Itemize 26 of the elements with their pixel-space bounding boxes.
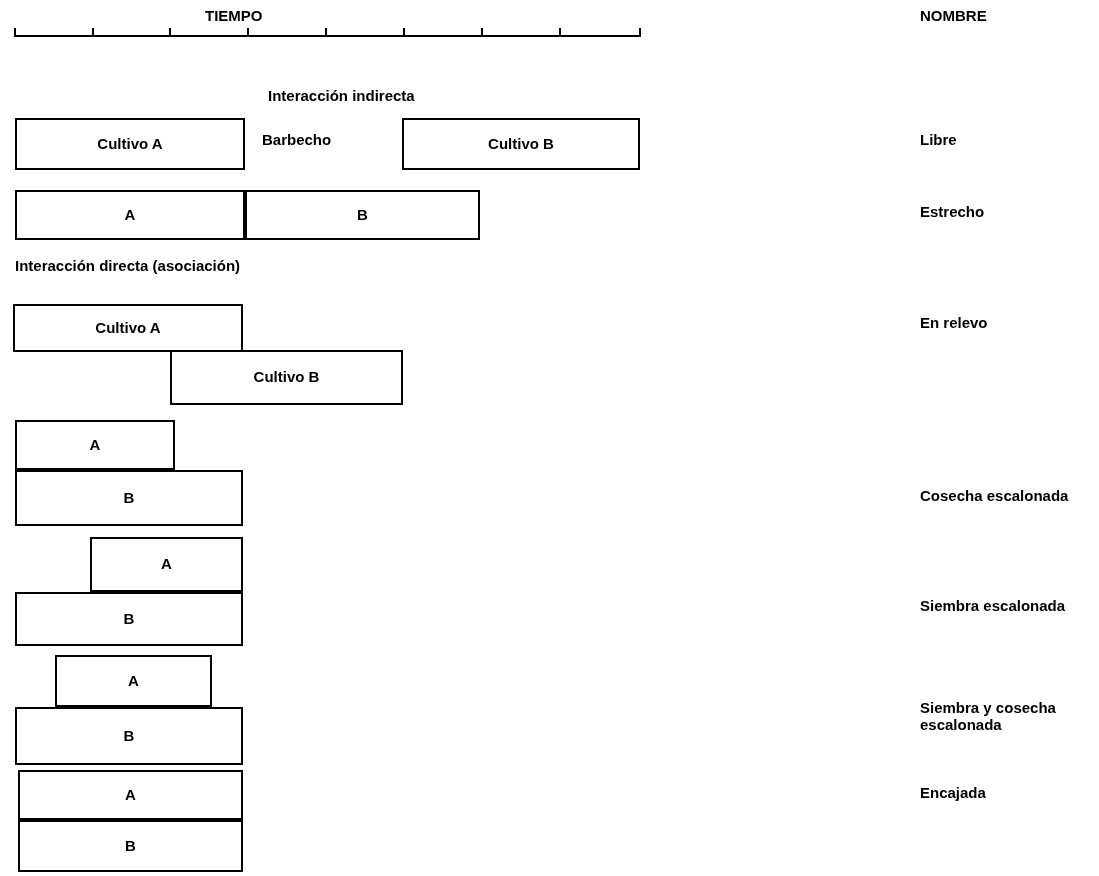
label-text: NOMBRE — [920, 8, 988, 25]
crop-period-box: A — [15, 190, 245, 240]
label-text: TIEMPO — [205, 8, 264, 25]
crop-period-box: Cultivo B — [402, 118, 640, 170]
label-text: Cosecha escalonada — [920, 488, 1070, 505]
crop-period-box: Cultivo B — [170, 350, 403, 405]
label-text: Barbecho — [262, 132, 333, 149]
crop-period-box: B — [245, 190, 480, 240]
label-text: Siembra escalonada — [920, 598, 1067, 615]
crop-period-box: B — [18, 820, 243, 872]
crop-period-box: B — [15, 592, 243, 646]
crop-period-box: B — [15, 470, 243, 526]
crop-period-box: A — [90, 537, 243, 592]
label-text: Encajada — [920, 785, 987, 802]
label-text: Interacción indirecta — [268, 88, 416, 105]
label-text: En relevo — [920, 315, 989, 332]
crop-period-box: A — [18, 770, 243, 820]
crop-period-box: Cultivo A — [15, 118, 245, 170]
crop-period-box: A — [55, 655, 212, 707]
label-text: Libre — [920, 132, 958, 149]
label-text: Siembra y cosecha escalonada — [920, 700, 1057, 733]
label-text: Estrecho — [920, 204, 986, 221]
crop-period-box: Cultivo A — [13, 304, 243, 352]
crop-period-box: B — [15, 707, 243, 765]
crop-period-box: A — [15, 420, 175, 470]
label-text: Interacción directa (asociación) — [15, 258, 242, 275]
